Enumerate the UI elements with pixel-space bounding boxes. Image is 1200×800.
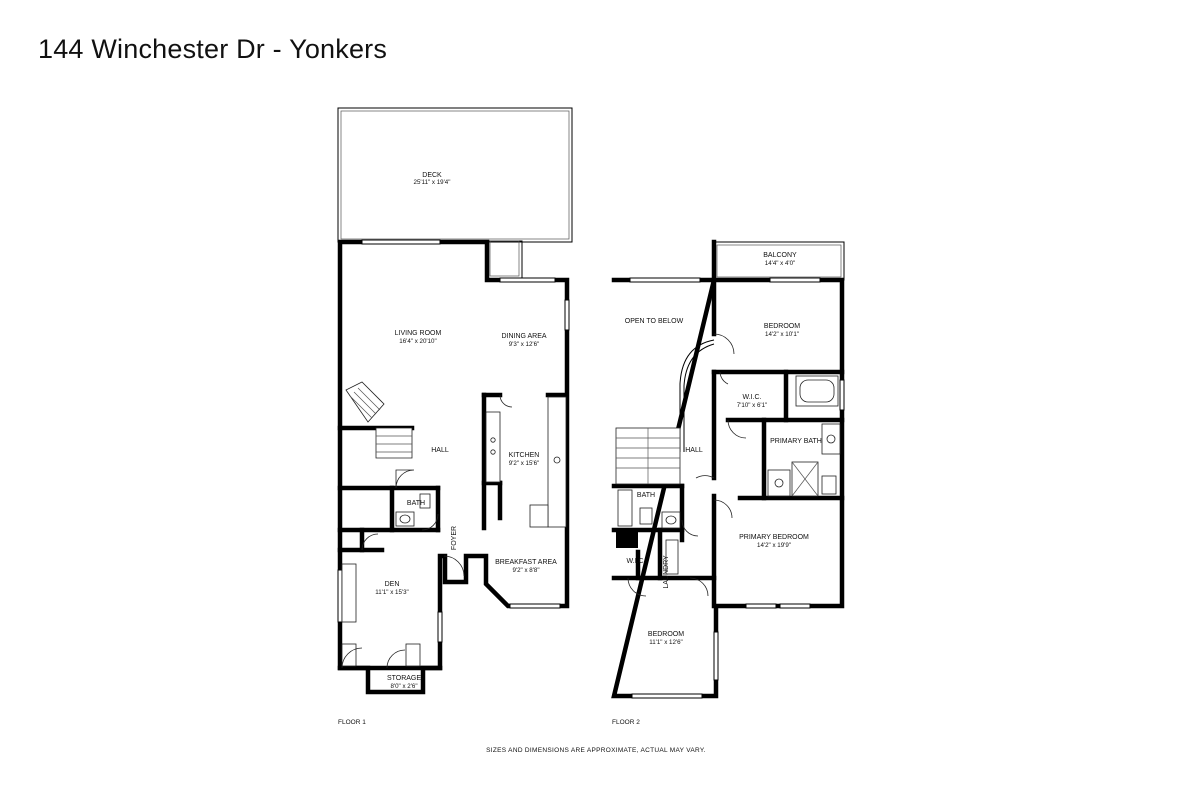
floor-1-bath-label: BATH	[407, 500, 425, 507]
listing-title: 144 Winchester Dr - Yonkers	[38, 34, 388, 64]
floor-2-plan: BALCONY 14'4" x 4'0" OPEN TO BELOW BEDRO…	[611, 239, 845, 726]
floor-1-exterior-wall	[337, 239, 570, 695]
bedroom-bottom-label: BEDROOM	[648, 631, 684, 638]
floor-2-hall-label: HALL	[685, 447, 703, 454]
small-wic-label: W.I.C.	[626, 558, 645, 565]
primary-bath-label: PRIMARY BATH	[770, 438, 822, 445]
floor-2-windows	[629, 277, 845, 699]
floor-2-label: FLOOR 2	[612, 719, 640, 726]
disclaimer: SIZES AND DIMENSIONS ARE APPROXIMATE, AC…	[486, 747, 706, 754]
kitchen-label: KITCHEN	[509, 452, 540, 459]
primary-wic-dims: 7'10" x 6'1"	[737, 402, 768, 409]
laundry-label: LAUNDRY	[663, 555, 670, 589]
storage-dims: 8'0" x 2'6"	[390, 683, 417, 690]
floor-1-doors	[341, 394, 513, 669]
foyer-label: FOYER	[451, 526, 458, 550]
storage-label: STORAGE	[387, 675, 421, 682]
floor-1-room-labels: DECK 25'11" x 19'4" LIVING ROOM 16'4" x …	[338, 172, 557, 726]
open-to-below-label: OPEN TO BELOW	[625, 318, 684, 325]
primary-wic-label: W.I.C.	[742, 394, 761, 401]
living-room-label: LIVING ROOM	[395, 330, 442, 337]
dining-area-label: DINING AREA	[501, 333, 546, 340]
primary-bedroom-dims: 14'2" x 19'9"	[757, 542, 791, 549]
floor-1-plan: DECK 25'11" x 19'4" LIVING ROOM 16'4" x …	[337, 107, 573, 726]
floor-1-windows	[337, 239, 570, 643]
floor-2-bath-fixtures	[617, 375, 841, 575]
floor-1-bath-fixtures	[395, 493, 431, 527]
floor-2-room-labels: BALCONY 14'4" x 4'0" OPEN TO BELOW BEDRO…	[612, 252, 822, 726]
floor-2-interior-walls	[611, 277, 845, 609]
living-room-dims: 16'4" x 20'10"	[399, 338, 436, 345]
floor-2-bath-label: BATH	[637, 492, 655, 499]
breakfast-area-dims: 9'2" x 8'8"	[512, 567, 539, 574]
bedroom-top-label: BEDROOM	[764, 323, 800, 330]
floor-2-staircase	[615, 339, 715, 485]
floor-2-doors	[627, 333, 747, 597]
primary-bedroom-label: PRIMARY BEDROOM	[739, 534, 809, 541]
bedroom-bottom-dims: 11'1" x 12'6"	[649, 639, 682, 646]
kitchen-counters	[485, 396, 567, 528]
deck-dims: 25'11" x 19'4"	[414, 179, 451, 186]
balcony-dims: 14'4" x 4'0"	[765, 260, 796, 267]
breakfast-area-label: BREAKFAST AREA	[495, 559, 557, 566]
kitchen-dims: 9'2" x 15'6"	[509, 460, 540, 467]
den-built-ins	[341, 563, 421, 667]
floor-1-label: FLOOR 1	[338, 719, 366, 726]
floor-1-interior-walls	[337, 392, 569, 671]
balcony-label: BALCONY	[763, 252, 797, 259]
bedroom-top-dims: 14'2" x 10'1"	[765, 331, 799, 338]
dining-area-dims: 9'3" x 12'6"	[509, 341, 540, 348]
deck-label: DECK	[422, 172, 442, 179]
floor-1-staircase	[345, 381, 413, 459]
deck-outline	[337, 107, 573, 280]
floor-1-hall-label: HALL	[431, 447, 449, 454]
den-dims: 11'1" x 15'3"	[375, 589, 408, 596]
den-label: DEN	[385, 581, 400, 588]
